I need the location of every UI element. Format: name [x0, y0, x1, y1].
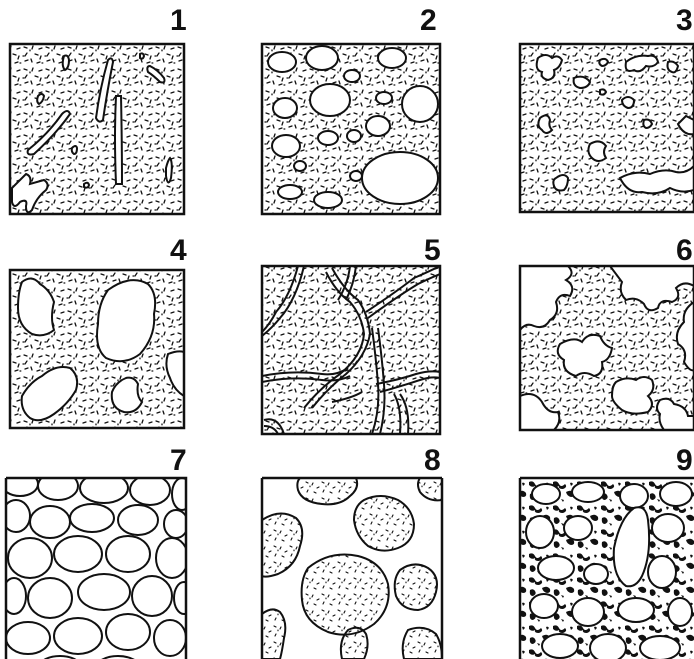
panel-number-9: 9 [676, 444, 693, 477]
panel-number-4: 4 [170, 234, 187, 267]
panel-3: 3 [520, 4, 694, 212]
panel-8: 8 [262, 444, 442, 659]
panel-5: 5 [262, 234, 441, 434]
panel-number-3: 3 [676, 4, 693, 37]
panel-number-6: 6 [676, 234, 693, 267]
panel-1: 1 [10, 4, 187, 214]
panel-number-5: 5 [424, 234, 441, 267]
panel-number-7: 7 [170, 444, 187, 477]
panel-number-1: 1 [170, 4, 187, 37]
panel-4: 4 [10, 234, 187, 428]
panel-number-2: 2 [420, 4, 437, 37]
panel-2: 2 [262, 4, 440, 214]
panel-7: 7 [2, 444, 194, 659]
panel-number-8: 8 [424, 444, 441, 477]
panel-6: 6 [520, 234, 694, 430]
panel-9: 9 [520, 444, 694, 659]
